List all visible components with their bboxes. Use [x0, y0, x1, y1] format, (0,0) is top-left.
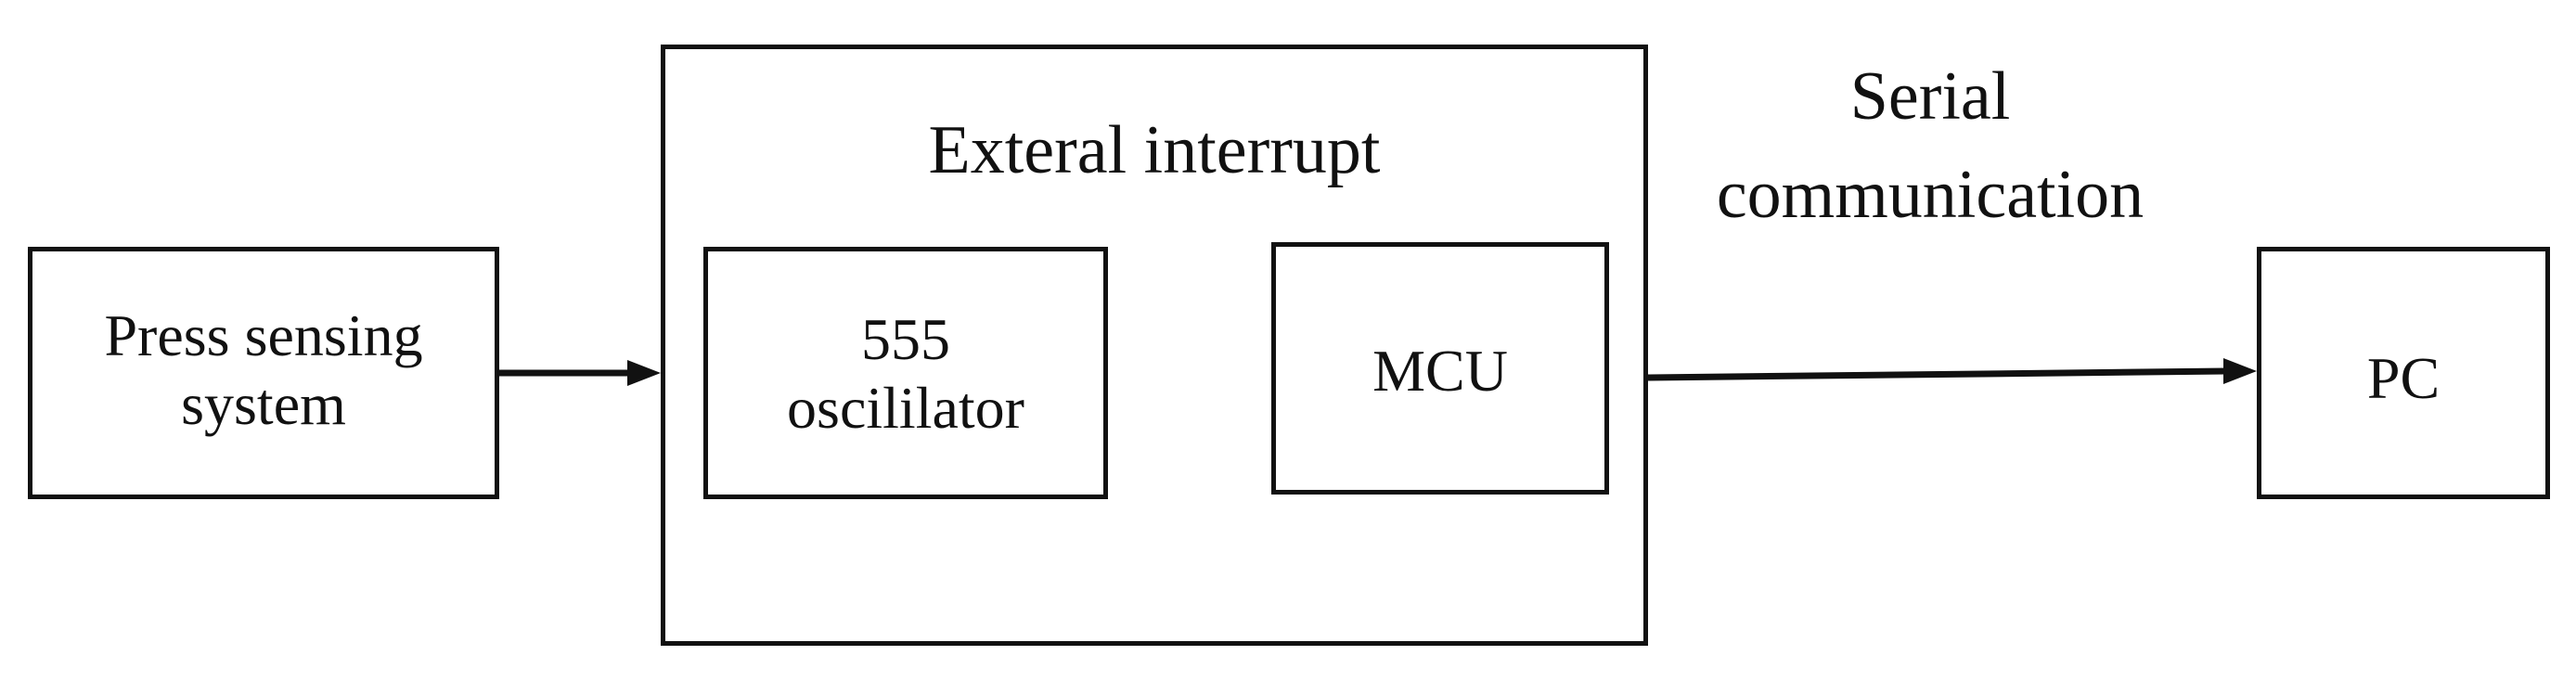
oscillator-label-line1: 555 [861, 306, 950, 372]
pc-box: PC [2257, 247, 2550, 499]
press-sensing-label-line1: Press sensing [104, 302, 423, 368]
mcu-box: MCU [1271, 242, 1609, 495]
press-sensing-label-line2: system [181, 371, 346, 437]
oscillator-label-line2: oscililator [787, 375, 1024, 441]
mcu-label: MCU [1372, 338, 1508, 404]
oscillator-555-box: 555 oscililator [703, 247, 1108, 499]
press-sensing-system-box: Press sensing system [28, 247, 499, 499]
serial-communication-label-line2: communication [1716, 157, 2145, 233]
serial-communication-label-line1: Serial [1849, 58, 2011, 135]
pc-label: PC [2366, 345, 2441, 411]
arrow-press-to-external [499, 360, 661, 386]
external-interrupt-label: Exteral interrupt [928, 112, 1381, 188]
arrow-external-to-pc [1647, 358, 2257, 384]
